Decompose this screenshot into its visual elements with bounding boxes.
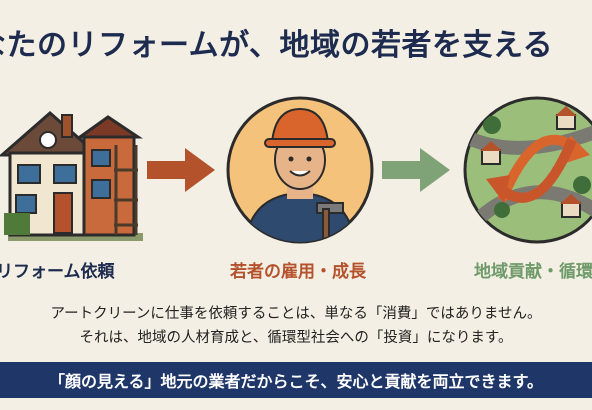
banner-text: 「顔の見える」地元の業者だからこそ、安心と貢献を両立できます。 [49, 372, 543, 391]
bottom-banner: 「顔の見える」地元の業者だからこそ、安心と貢献を両立できます。 [0, 362, 592, 398]
step-label-reform-request: リフォーム依頼 [0, 262, 115, 282]
arrow-right-icon [147, 148, 215, 192]
step-label-youth-employment: 若者の雇用・成長 [230, 262, 366, 282]
step-label-community-contribution: 地域貢献・循環 [474, 262, 592, 282]
description-line-2: それは、地域の人材育成と、循環型社会への「投資」になります。 [79, 330, 513, 346]
young-worker-illustration [226, 96, 374, 244]
house-illustration [0, 111, 143, 241]
arrow-right-icon [382, 148, 450, 192]
description-line-1: アートクリーンに仕事を依頼することは、単なる「消費」ではありません。 [50, 306, 542, 322]
page-title: なたのリフォームが、地域の若者を支える [0, 28, 554, 63]
bottom-strip [0, 398, 592, 410]
community-cycle-illustration [463, 96, 592, 244]
